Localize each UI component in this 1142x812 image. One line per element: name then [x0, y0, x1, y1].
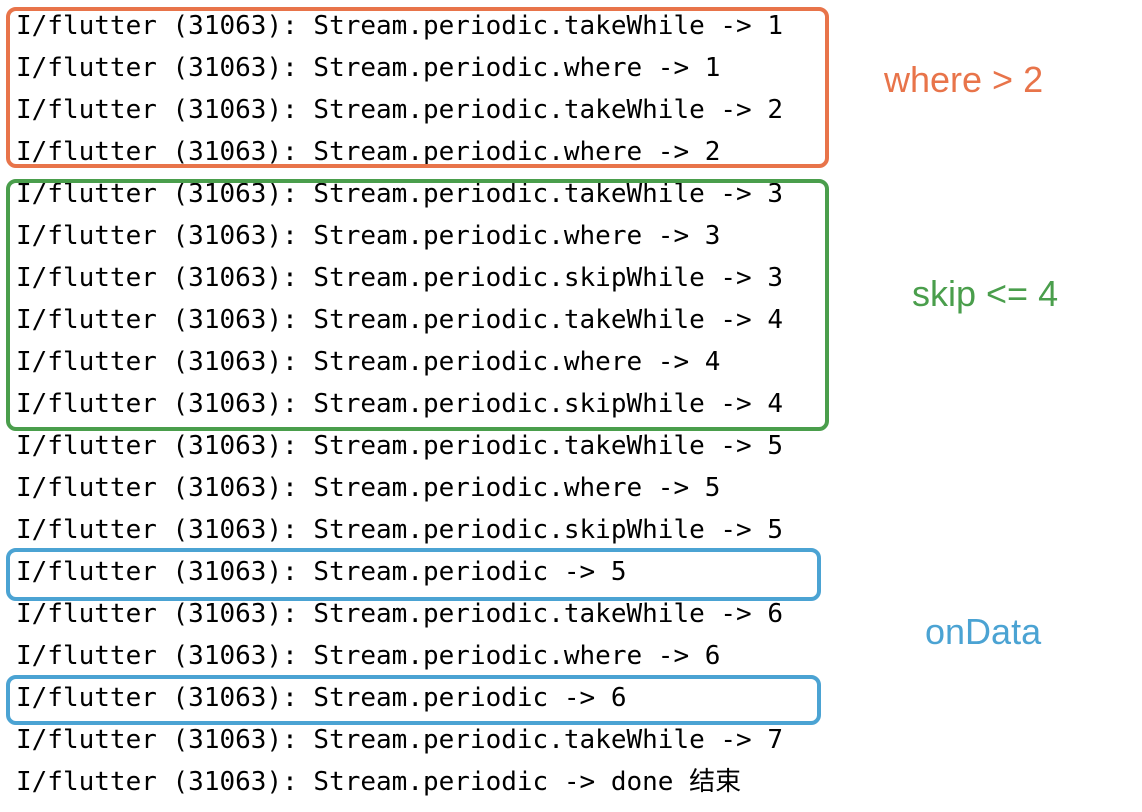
log-line: I/flutter (31063): Stream.periodic.where…: [16, 473, 721, 503]
skip-annotation-label: skip <= 4: [912, 273, 1059, 314]
log-line: I/flutter (31063): Stream.periodic.where…: [16, 347, 721, 377]
log-line: I/flutter (31063): Stream.periodic.takeW…: [16, 725, 784, 755]
ondata-annotation-label: onData: [925, 611, 1042, 652]
log-line: I/flutter (31063): Stream.periodic -> 6: [16, 683, 627, 713]
log-line: I/flutter (31063): Stream.periodic.takeW…: [16, 305, 784, 335]
where-annotation-label: where > 2: [884, 59, 1044, 100]
log-line: I/flutter (31063): Stream.periodic -> do…: [16, 767, 742, 797]
log-line: I/flutter (31063): Stream.periodic.where…: [16, 137, 721, 167]
log-line: I/flutter (31063): Stream.periodic.takeW…: [16, 179, 784, 209]
ondata-highlight-box-2: [6, 675, 821, 725]
log-line: I/flutter (31063): Stream.periodic.where…: [16, 53, 721, 83]
log-line: I/flutter (31063): Stream.periodic.skipW…: [16, 263, 784, 293]
log-line: I/flutter (31063): Stream.periodic.skipW…: [16, 515, 784, 545]
log-line: I/flutter (31063): Stream.periodic.takeW…: [16, 95, 784, 125]
log-line: I/flutter (31063): Stream.periodic.takeW…: [16, 11, 784, 41]
log-line: I/flutter (31063): Stream.periodic.skipW…: [16, 389, 784, 419]
where-highlight-box: [6, 7, 829, 168]
log-line: I/flutter (31063): Stream.periodic.where…: [16, 221, 721, 251]
log-line: I/flutter (31063): Stream.periodic.takeW…: [16, 599, 784, 629]
skip-highlight-box: [6, 179, 829, 431]
ondata-highlight-box-1: [6, 548, 821, 601]
log-line: I/flutter (31063): Stream.periodic -> 5: [16, 557, 627, 587]
log-line: I/flutter (31063): Stream.periodic.takeW…: [16, 431, 784, 461]
log-line: I/flutter (31063): Stream.periodic.where…: [16, 641, 721, 671]
log-output: I/flutter (31063): Stream.periodic.takeW…: [16, 5, 783, 803]
